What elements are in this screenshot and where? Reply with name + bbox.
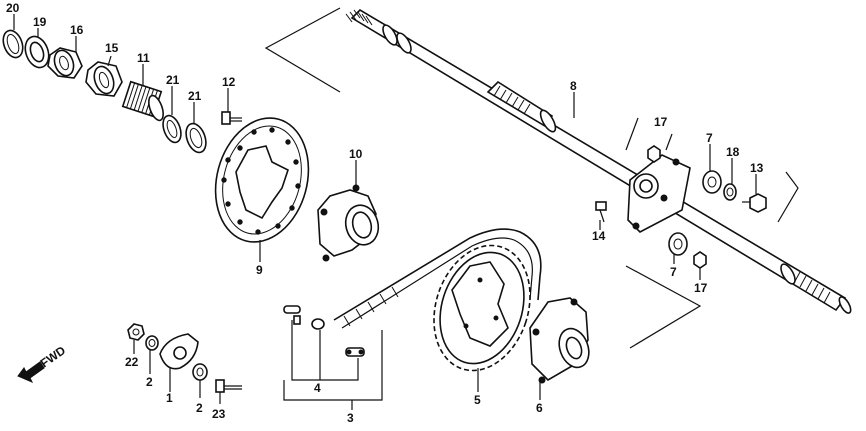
rear-axle bbox=[345, 8, 852, 314]
nut-17a bbox=[647, 145, 661, 163]
washer-18 bbox=[723, 183, 737, 201]
label-16: 16 bbox=[70, 23, 84, 37]
seal-21b bbox=[185, 122, 207, 154]
bolt-12 bbox=[221, 111, 242, 125]
disc-hub bbox=[317, 184, 380, 262]
label-1: 1 bbox=[166, 391, 173, 405]
bolt-13 bbox=[742, 193, 767, 213]
bearing-11 bbox=[121, 80, 164, 122]
label-9: 9 bbox=[256, 263, 263, 277]
label-11: 11 bbox=[137, 51, 150, 65]
nut-22 bbox=[127, 323, 145, 341]
fwd-label: FWD bbox=[38, 343, 69, 370]
leader-lines bbox=[13, 7, 799, 410]
label-21b: 21 bbox=[188, 89, 202, 103]
bearing-holder bbox=[627, 154, 691, 233]
label-13: 13 bbox=[750, 161, 764, 175]
label-17a: 17 bbox=[654, 115, 668, 129]
label-2a: 2 bbox=[146, 375, 153, 389]
label-7b: 7 bbox=[670, 265, 677, 279]
part-labels: 20 19 16 15 11 21 21 12 8 17 7 18 13 10 … bbox=[6, 1, 764, 425]
label-5: 5 bbox=[474, 393, 481, 407]
adjuster-plate bbox=[159, 333, 199, 370]
label-19: 19 bbox=[33, 15, 47, 29]
seal-21a bbox=[162, 114, 182, 144]
bearing-7b bbox=[668, 232, 688, 256]
label-12: 12 bbox=[222, 75, 236, 89]
label-3: 3 bbox=[347, 411, 354, 425]
bearing-7a bbox=[702, 170, 722, 194]
nut-17b bbox=[693, 251, 707, 269]
circlip-20 bbox=[2, 29, 24, 59]
label-14: 14 bbox=[592, 229, 606, 243]
label-23: 23 bbox=[212, 407, 226, 421]
label-6: 6 bbox=[536, 401, 543, 415]
nut-15 bbox=[85, 61, 123, 97]
washer-2a bbox=[145, 335, 159, 351]
label-8: 8 bbox=[570, 79, 577, 93]
washer-19 bbox=[24, 35, 50, 69]
label-10: 10 bbox=[349, 147, 363, 161]
washer-2b bbox=[192, 363, 208, 381]
label-4: 4 bbox=[314, 381, 321, 395]
brake-disc bbox=[214, 117, 310, 243]
label-17b: 17 bbox=[694, 281, 708, 295]
nut-16 bbox=[47, 47, 83, 79]
sprocket bbox=[433, 244, 531, 372]
label-7a: 7 bbox=[706, 131, 713, 145]
label-15: 15 bbox=[105, 41, 119, 55]
label-21a: 21 bbox=[166, 73, 180, 87]
arrow-left-icon bbox=[17, 361, 45, 383]
sprocket-hub bbox=[529, 297, 590, 384]
bolt-14 bbox=[595, 201, 607, 223]
bolt-23 bbox=[215, 379, 242, 393]
label-22: 22 bbox=[125, 355, 139, 369]
chain-joint bbox=[283, 305, 365, 357]
label-2b: 2 bbox=[196, 401, 203, 415]
label-18: 18 bbox=[726, 145, 740, 159]
fwd-indicator: FWD bbox=[17, 343, 69, 383]
label-20: 20 bbox=[6, 1, 20, 15]
